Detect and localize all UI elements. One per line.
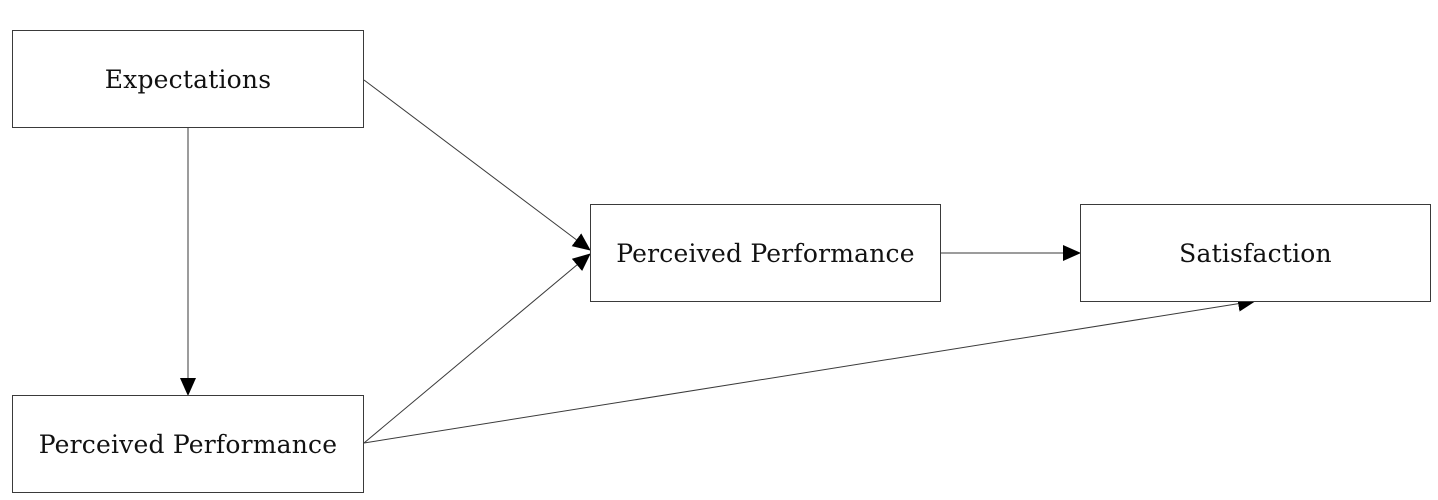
node-perceived-performance-bottom: Perceived Performance — [12, 395, 364, 493]
edge-perf-bottom-to-perf-middle — [363, 253, 591, 444]
edge-expectations-to-perf-middle — [363, 79, 591, 251]
node-perceived-performance-bottom-label: Perceived Performance — [38, 429, 338, 459]
node-satisfaction: Satisfaction — [1080, 204, 1431, 302]
node-expectations: Expectations — [12, 30, 364, 128]
node-satisfaction-label: Satisfaction — [1179, 238, 1332, 268]
node-expectations-label: Expectations — [104, 64, 272, 94]
node-perceived-performance-middle: Perceived Performance — [590, 204, 941, 302]
node-perceived-performance-middle-label: Perceived Performance — [616, 238, 915, 268]
edge-perf-bottom-to-satisfaction — [363, 295, 1256, 444]
